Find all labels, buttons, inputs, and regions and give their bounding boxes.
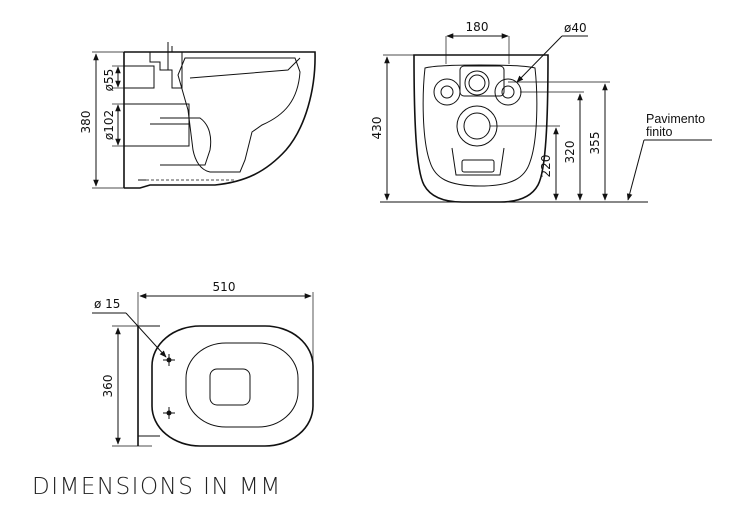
front-inlet-box — [459, 65, 505, 97]
top-view: 510 ø 15 360 — [92, 280, 314, 447]
front-body-outline — [413, 54, 549, 203]
dim-355-label: 355 — [588, 132, 602, 155]
front-diameter-label: ø40 — [564, 21, 587, 35]
side-trapway — [160, 117, 212, 166]
dimensions-caption: DIMENSIONS IN MM — [32, 474, 282, 500]
top-fixing-hole-upper — [163, 354, 175, 366]
front-left-hole — [433, 78, 461, 106]
front-center-inlet — [464, 70, 490, 96]
side-height-label: 380 — [79, 111, 93, 134]
side-lower-pipe-label: ø102 — [102, 110, 116, 140]
floor-label-line1: Pavimento — [646, 112, 705, 126]
front-right-hole — [494, 78, 522, 106]
side-upper-pipe — [123, 65, 155, 89]
top-bowl-rim — [185, 342, 299, 428]
side-body-outline — [124, 51, 316, 189]
front-diameter-leader — [516, 35, 563, 83]
top-hole-label: ø 15 — [94, 297, 120, 311]
floor-leader — [626, 139, 645, 201]
side-lower-pipe — [123, 103, 190, 147]
top-length-label: 510 — [213, 280, 236, 294]
floor-label-line2: finito — [646, 125, 672, 139]
top-width-label: 360 — [101, 375, 115, 398]
top-fixing-hole-lower — [163, 407, 175, 419]
dim-320-label: 320 — [563, 141, 577, 164]
front-height-label: 430 — [370, 117, 384, 140]
top-bowl-opening — [209, 368, 251, 406]
top-hole-leader — [125, 312, 167, 358]
front-lower-pad — [461, 159, 495, 173]
side-view: 380 ø55 ø102 — [79, 42, 316, 189]
side-upper-pipe-label: ø55 — [102, 69, 116, 92]
dim-220-label: 220 — [539, 155, 553, 178]
side-inlet — [149, 52, 183, 89]
side-bowl-inner — [177, 57, 301, 173]
front-spacing-label: 180 — [466, 20, 489, 34]
front-view: 180 ø40 430 220 320 355 Pavimento finito — [370, 20, 712, 203]
top-body-outline — [151, 325, 314, 447]
front-inner-frame — [422, 64, 538, 187]
front-outlet-inner — [463, 112, 491, 140]
side-bowl-rim — [189, 57, 301, 79]
